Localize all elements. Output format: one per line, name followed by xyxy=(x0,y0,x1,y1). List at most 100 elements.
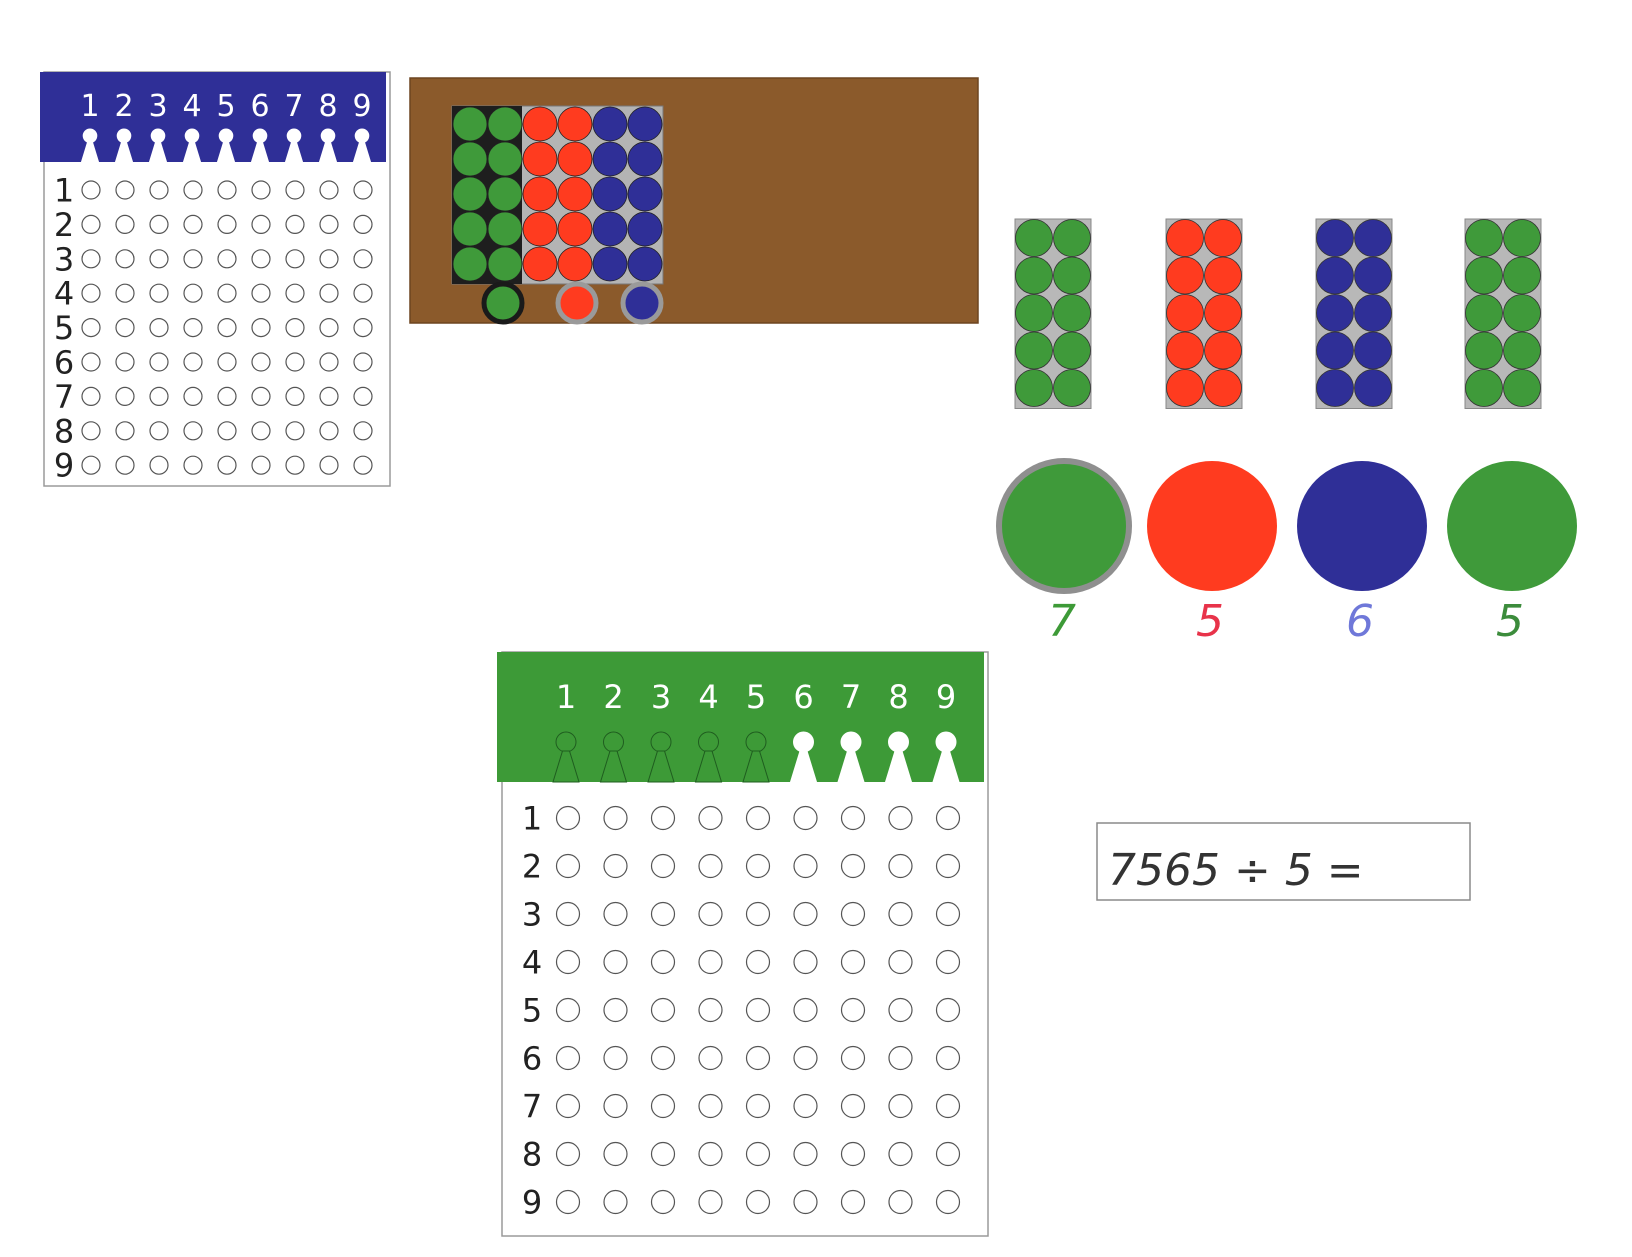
large-board-hole[interactable] xyxy=(840,997,866,1023)
small-board-hole[interactable] xyxy=(353,455,373,475)
small-board-hole[interactable] xyxy=(183,386,203,406)
large-board-hole[interactable] xyxy=(650,901,676,927)
large-board-hole[interactable] xyxy=(745,997,771,1023)
large-board-hole[interactable] xyxy=(698,1045,723,1071)
loose-bead-red[interactable] xyxy=(555,281,599,325)
small-board-hole[interactable] xyxy=(149,283,169,303)
small-board-hole[interactable] xyxy=(81,455,101,475)
tray-bead-blue[interactable] xyxy=(627,141,663,177)
large-board-hole[interactable] xyxy=(840,949,866,975)
large-board-hole[interactable] xyxy=(888,1045,913,1071)
large-board-hole[interactable] xyxy=(698,949,723,975)
tray-bead-blue[interactable] xyxy=(592,211,628,247)
small-board-hole[interactable] xyxy=(251,455,271,475)
large-board-hole[interactable] xyxy=(603,1189,628,1215)
small-board-hole[interactable] xyxy=(217,214,237,234)
large-board-hole[interactable] xyxy=(935,997,961,1023)
large-board-hole[interactable] xyxy=(793,1141,818,1167)
tray-bead-green[interactable] xyxy=(487,141,523,177)
small-board-hole[interactable] xyxy=(183,352,203,372)
small-board-hole[interactable] xyxy=(115,386,135,406)
large-board-hole[interactable] xyxy=(745,1093,771,1119)
small-board-hole[interactable] xyxy=(319,386,339,406)
tray-bead-red[interactable] xyxy=(557,211,593,247)
small-board-hole[interactable] xyxy=(149,421,169,441)
large-board-hole[interactable] xyxy=(555,1141,581,1167)
small-board-hole[interactable] xyxy=(353,421,373,441)
tray-bead-blue[interactable] xyxy=(627,106,663,142)
large-board-hole[interactable] xyxy=(555,1045,581,1071)
small-board-hole[interactable] xyxy=(251,386,271,406)
tray-bead-red[interactable] xyxy=(557,106,593,142)
large-board-hole[interactable] xyxy=(935,805,961,831)
bead-stack-blue[interactable] xyxy=(1315,218,1393,409)
small-board-hole[interactable] xyxy=(115,249,135,269)
large-board-hole[interactable] xyxy=(555,901,581,927)
large-board-hole[interactable] xyxy=(745,949,771,975)
small-board-hole[interactable] xyxy=(217,455,237,475)
tray-bead-blue[interactable] xyxy=(627,176,663,212)
large-board-hole[interactable] xyxy=(935,1045,961,1071)
large-board-hole[interactable] xyxy=(888,853,913,879)
large-board-hole[interactable] xyxy=(603,901,628,927)
large-board-hole[interactable] xyxy=(698,997,723,1023)
small-board-hole[interactable] xyxy=(251,214,271,234)
large-board-hole[interactable] xyxy=(745,805,771,831)
large-board-hole[interactable] xyxy=(745,1045,771,1071)
small-board-hole[interactable] xyxy=(251,421,271,441)
tray-bead-green[interactable] xyxy=(452,176,488,212)
large-board-hole[interactable] xyxy=(603,997,628,1023)
large-board-hole[interactable] xyxy=(888,1093,913,1119)
small-board-hole[interactable] xyxy=(81,214,101,234)
small-board-hole[interactable] xyxy=(217,318,237,338)
small-board-hole[interactable] xyxy=(183,283,203,303)
large-board-hole[interactable] xyxy=(840,853,866,879)
tray-bead-blue[interactable] xyxy=(592,141,628,177)
small-board-hole[interactable] xyxy=(183,421,203,441)
large-board-hole[interactable] xyxy=(840,1189,866,1215)
small-board-hole[interactable] xyxy=(217,283,237,303)
large-board-hole[interactable] xyxy=(745,901,771,927)
small-board-hole[interactable] xyxy=(319,352,339,372)
large-board-hole[interactable] xyxy=(793,1189,818,1215)
large-board-hole[interactable] xyxy=(650,1093,676,1119)
large-board-hole[interactable] xyxy=(555,997,581,1023)
small-board-hole[interactable] xyxy=(115,352,135,372)
large-board-hole[interactable] xyxy=(650,1045,676,1071)
large-board-hole[interactable] xyxy=(745,1189,771,1215)
small-board-hole[interactable] xyxy=(149,386,169,406)
large-board-hole[interactable] xyxy=(698,805,723,831)
large-board-hole[interactable] xyxy=(555,949,581,975)
large-board-hole[interactable] xyxy=(603,949,628,975)
tray-bead-blue[interactable] xyxy=(592,246,628,282)
tray-bead-green[interactable] xyxy=(452,106,488,142)
large-board-hole[interactable] xyxy=(745,853,771,879)
digit-disc-red[interactable] xyxy=(1147,461,1277,591)
small-board-hole[interactable] xyxy=(285,318,305,338)
large-board-hole[interactable] xyxy=(650,1189,676,1215)
bead-stack-green[interactable] xyxy=(1464,218,1542,409)
tray-bead-red[interactable] xyxy=(522,141,558,177)
tray-bead-green[interactable] xyxy=(487,246,523,282)
tray-bead-green[interactable] xyxy=(452,211,488,247)
loose-bead-green[interactable] xyxy=(481,281,525,325)
large-board-hole[interactable] xyxy=(698,1189,723,1215)
tray-bead-green[interactable] xyxy=(487,106,523,142)
small-board-hole[interactable] xyxy=(251,318,271,338)
large-board-hole[interactable] xyxy=(935,949,961,975)
small-board-hole[interactable] xyxy=(115,318,135,338)
small-board-hole[interactable] xyxy=(353,180,373,200)
large-board-hole[interactable] xyxy=(555,1093,581,1119)
large-board-hole[interactable] xyxy=(698,853,723,879)
small-board-hole[interactable] xyxy=(183,318,203,338)
digit-disc-green[interactable] xyxy=(1447,461,1577,591)
large-board-hole[interactable] xyxy=(793,901,818,927)
large-board-hole[interactable] xyxy=(698,901,723,927)
small-board-hole[interactable] xyxy=(285,421,305,441)
large-board-hole[interactable] xyxy=(888,805,913,831)
small-board-hole[interactable] xyxy=(353,214,373,234)
small-board-hole[interactable] xyxy=(251,283,271,303)
large-board-hole[interactable] xyxy=(555,853,581,879)
large-board-hole[interactable] xyxy=(650,853,676,879)
small-board-hole[interactable] xyxy=(285,352,305,372)
